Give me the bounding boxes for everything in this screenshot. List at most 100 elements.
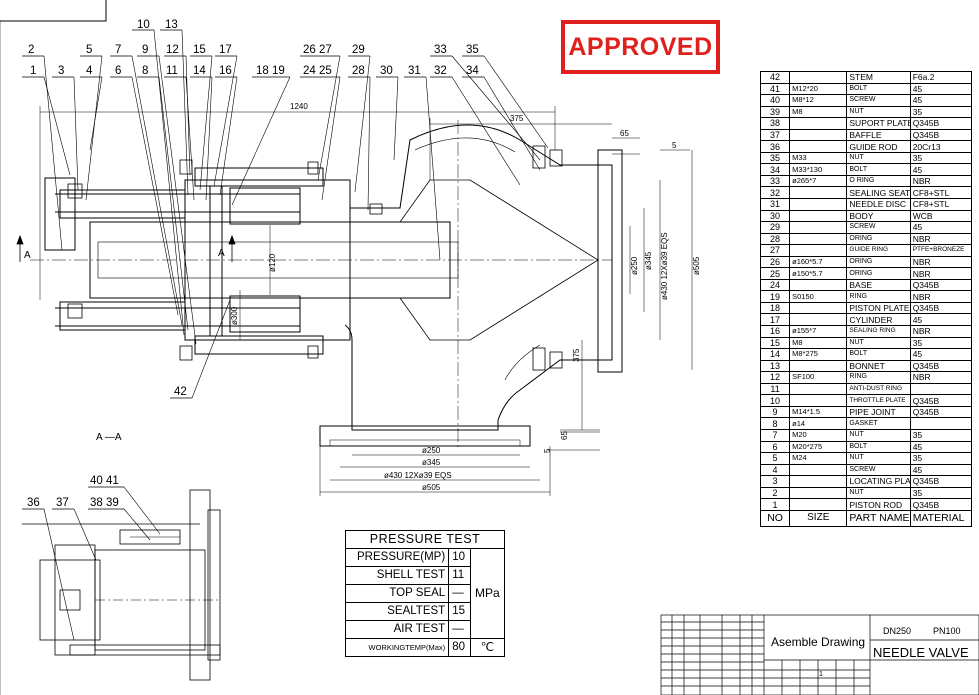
balloon-15: 15: [193, 44, 206, 56]
pt-value: 10: [448, 548, 471, 567]
bom-material: [909, 417, 973, 430]
balloon-26-27: 26 27: [303, 44, 332, 56]
bom-no: 42: [759, 71, 791, 84]
bom-part-name: BOLT: [846, 440, 911, 454]
balloon-34: 34: [466, 65, 479, 77]
bom-no: 12: [759, 371, 791, 384]
bom-no: 32: [759, 186, 791, 199]
bom-size: [789, 71, 848, 84]
bom-no: 11: [759, 382, 791, 396]
bom-size: [789, 313, 848, 327]
bom-material: [909, 382, 973, 396]
bom-material: 45: [909, 463, 973, 477]
bom-size: ø155*7: [789, 325, 848, 338]
bom-no: 28: [759, 232, 791, 246]
bom-no: 34: [759, 163, 791, 176]
bom-part-name: LOCATING PLATE: [846, 475, 911, 488]
bom-no: 37: [759, 128, 791, 142]
pt-label: PRESSURE(MP): [344, 548, 450, 567]
bom-no: 10: [759, 394, 791, 407]
bom-material: 45: [909, 82, 973, 96]
balloon-10: 10: [137, 19, 150, 31]
bom-size: [789, 198, 848, 211]
balloon-37: 37: [56, 497, 69, 509]
bom-size: [789, 278, 848, 292]
bom-size: SF100: [789, 371, 848, 384]
balloon-36: 36: [27, 497, 40, 509]
dim-65-top: 65: [620, 129, 629, 138]
bom-header-part: PART NAME: [846, 509, 911, 527]
bom-size: [789, 301, 848, 315]
bom-part-name: BONNET: [846, 359, 911, 373]
bom-material: Q345B: [909, 475, 973, 488]
bom-part-name: SCREW: [846, 221, 911, 234]
bom-size: M8*12: [789, 94, 848, 107]
bom-material: CF8+STL: [909, 186, 973, 199]
bom-size: [789, 128, 848, 142]
bom-size: [789, 382, 848, 396]
bom-no: 18: [759, 301, 791, 315]
bom-part-name: NUT: [846, 428, 911, 442]
bom-no: 5: [759, 452, 791, 465]
dim-piston-dia: ø120: [268, 253, 277, 272]
bom-material: 35: [909, 336, 973, 350]
bom-no: 19: [759, 290, 791, 303]
bom-part-name: NUT: [846, 105, 911, 119]
bom-part-name: NUT: [846, 452, 911, 465]
bom-size: ø265*7: [789, 174, 848, 188]
bom-part-name: STEM: [846, 71, 911, 84]
bom-no: 1: [759, 498, 791, 511]
sheet-number: 1: [819, 671, 823, 678]
bom-part-name: NUT: [846, 151, 911, 165]
dim-cylinder-dia: ø300: [230, 306, 239, 325]
balloon-4: 4: [86, 65, 93, 77]
balloon-6: 6: [115, 65, 121, 77]
pt-label: WORKINGTEMP(Max): [344, 638, 450, 657]
bom-material: NBR: [909, 371, 973, 384]
bom-material: Q345B: [909, 117, 973, 130]
bom-material: Q345B: [909, 278, 973, 292]
dim-flange-d505: ø505: [692, 256, 701, 275]
bom-part-name: ORING: [846, 267, 911, 280]
bom-size: M12*20: [789, 82, 848, 96]
bom-material: Q345B: [909, 301, 973, 315]
dim-375-top: 375: [510, 114, 524, 123]
bom-material: NBR: [909, 255, 973, 269]
bom-size: [789, 394, 848, 407]
balloon-32: 32: [434, 65, 447, 77]
dim-bolt-circle: ø430 12Xø39 EQS: [660, 232, 669, 300]
bom-size: ø160*5.7: [789, 255, 848, 269]
bom-material: 45: [909, 348, 973, 361]
balloon-40-41: 40 41: [90, 475, 119, 487]
balloon-24-25: 24 25: [303, 65, 332, 77]
approved-stamp: APPROVED: [561, 20, 720, 74]
bom-part-name: ORING: [846, 232, 911, 246]
bom-size: [789, 486, 848, 500]
pt-unit-pressure: MPa: [469, 548, 506, 639]
bom-material: PTFE+BRONEZE: [909, 244, 973, 257]
bom-material: 20Cr13: [909, 140, 973, 153]
bom-part-name: SEALING SEAT: [846, 186, 911, 199]
bom-part-name: NUT: [846, 336, 911, 350]
bom-no: 7: [759, 428, 791, 442]
bom-part-name: BASE: [846, 278, 911, 292]
bom-no: 6: [759, 440, 791, 454]
balloon-14: 14: [193, 65, 206, 77]
bom-part-name: NUT: [846, 486, 911, 500]
dim-bottom-d250: ø250: [422, 446, 441, 455]
section-title: A —A: [96, 432, 122, 443]
bom-material: 45: [909, 221, 973, 234]
bom-no: 8: [759, 417, 791, 430]
bom-no: 2: [759, 486, 791, 500]
bom-material: Q345B: [909, 359, 973, 373]
dim-bottom-bolt-circle: ø430 12Xø39 EQS: [384, 471, 452, 480]
